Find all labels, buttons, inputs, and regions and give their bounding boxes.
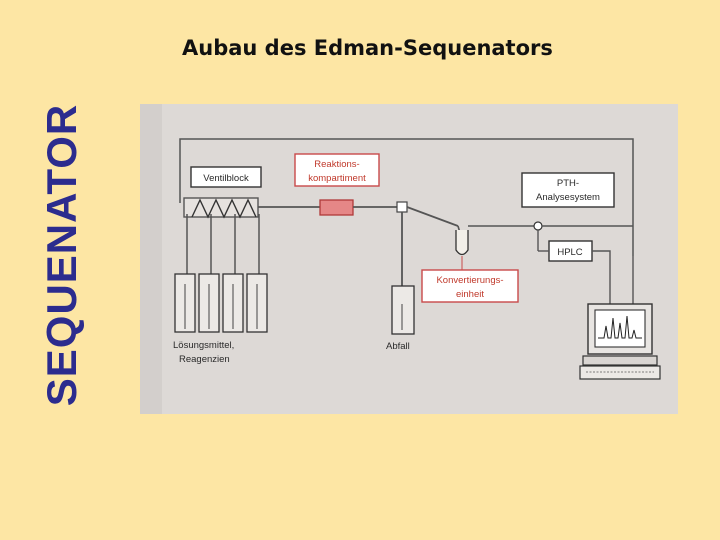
- hplc-to-computer-line: [592, 250, 611, 316]
- reactor-to-converter-line: [406, 206, 459, 227]
- reaktionskompartiment-label-1: Reaktions-: [314, 159, 359, 170]
- top-connection-line: [179, 138, 634, 256]
- pth-analysesystem-box: PTH- Analysesystem: [521, 172, 615, 208]
- bottle: [222, 214, 244, 333]
- bottle: [246, 214, 268, 333]
- reaktionskompartiment-box: Reaktions- kompartiment: [294, 153, 380, 187]
- ventilblock-label: Ventilblock: [203, 173, 249, 184]
- side-title: SEQUENATOR: [38, 103, 85, 407]
- bottle: [198, 214, 220, 333]
- reaktionskompartiment-label-2: kompartiment: [308, 173, 366, 184]
- pth-label-2: Analysesystem: [536, 192, 600, 203]
- sequenator-diagram: Ventilblock Reaktions- kompartiment PTH-…: [140, 104, 678, 414]
- loesungsmittel-label-2: Reagenzien: [179, 354, 230, 365]
- abfall-label: Abfall: [386, 341, 410, 352]
- reaction-cartridge: [319, 199, 354, 216]
- waste-bottle: [391, 285, 415, 335]
- injector-valve: [533, 221, 543, 231]
- junction-valve: [396, 201, 408, 213]
- konvertierungseinheit-label-1: Konvertierungs-: [436, 275, 503, 286]
- slide-title: Aubau des Edman-Sequenators: [182, 36, 553, 60]
- pth-label-1: PTH-: [557, 178, 579, 189]
- conversion-flask: [455, 230, 469, 256]
- ventilblock-box: Ventilblock: [190, 166, 262, 188]
- loesungsmittel-label-1: Lösungsmittel,: [173, 340, 234, 351]
- konvertierungseinheit-box: Konvertierungs- einheit: [421, 269, 519, 303]
- reagent-bottles: [174, 214, 268, 333]
- hplc-label: HPLC: [557, 247, 582, 258]
- konvertierungseinheit-label-2: einheit: [456, 289, 484, 300]
- bottle: [174, 214, 196, 333]
- hplc-box: HPLC: [548, 240, 593, 262]
- valve-block: [183, 197, 259, 219]
- computer-icon: [579, 303, 661, 380]
